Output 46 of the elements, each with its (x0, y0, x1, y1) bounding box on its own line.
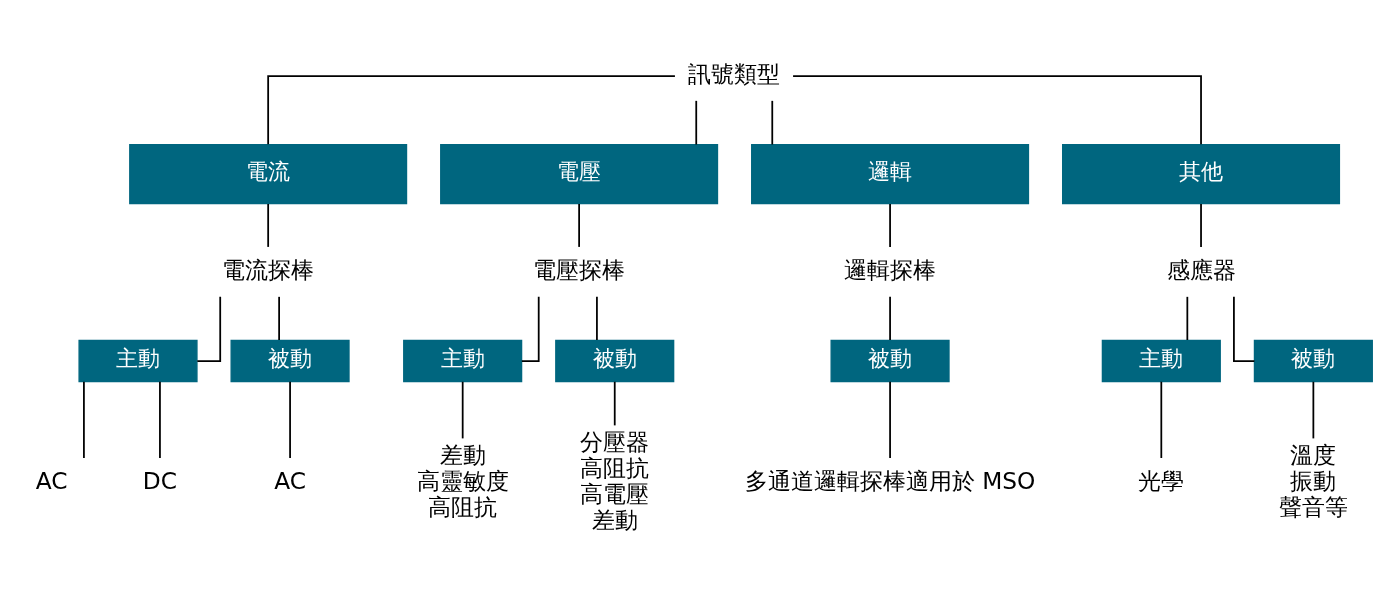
node-box: 邏輯 (751, 143, 1030, 205)
connector (1200, 203, 1202, 248)
node-text: 光學 (1138, 466, 1185, 494)
connector (159, 380, 161, 459)
connector (461, 380, 464, 440)
node-box: 主動 (403, 339, 523, 383)
connector (889, 203, 891, 248)
node-text: AC (274, 466, 306, 494)
connector (83, 380, 85, 459)
node-box: 被動 (230, 339, 350, 383)
connector (578, 203, 580, 248)
node-box: 其他 (1062, 143, 1341, 205)
node-text: 多通道邏輯探棒適用於 MSO (744, 466, 1036, 494)
node-text: 差動 高靈敏度 高阻抗 (416, 440, 509, 520)
connector (613, 380, 616, 427)
connector (596, 295, 598, 341)
node-box: 主動 (1101, 339, 1221, 383)
connector (695, 99, 698, 146)
node-text: 感應器 (1166, 255, 1236, 283)
node-text: 分壓器 高阻抗 高電壓 差動 (580, 427, 650, 533)
connector (889, 380, 891, 459)
connector (792, 75, 1202, 146)
node-text: 邏輯探棒 (844, 255, 937, 283)
node-box: 主動 (78, 339, 198, 383)
connector (889, 295, 891, 341)
node-text: 電壓探棒 (533, 255, 626, 283)
connector (1160, 380, 1163, 459)
node-box: 電壓 (440, 143, 719, 205)
node-text: DC (142, 466, 178, 494)
connector (196, 295, 222, 362)
node-box: 被動 (1253, 339, 1373, 383)
connector (267, 75, 676, 146)
node-text: 溫度 振動 聲音等 (1278, 440, 1348, 520)
node-text: 電流探棒 (222, 255, 315, 283)
connector (278, 295, 280, 341)
node-box: 電流 (129, 143, 408, 205)
connector (289, 380, 291, 459)
node-text: AC (35, 466, 68, 494)
node-box: 被動 (555, 339, 675, 383)
connector (1233, 295, 1256, 362)
connector (1186, 295, 1189, 341)
connector (771, 99, 774, 146)
node-box: 被動 (830, 339, 950, 383)
node-text: 訊號類型 (687, 59, 780, 87)
connector (1312, 380, 1315, 440)
connector (267, 203, 270, 248)
